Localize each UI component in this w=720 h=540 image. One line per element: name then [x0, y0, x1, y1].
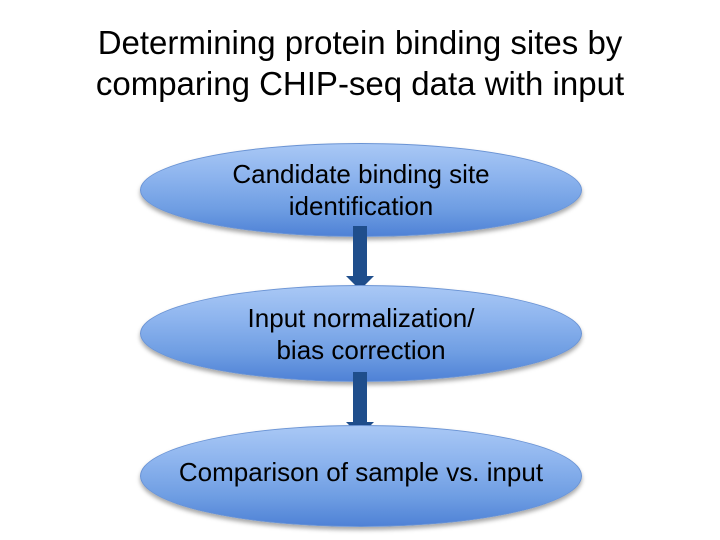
step-2-line-1: Input normalization/ — [247, 302, 475, 333]
step-3-line-1: Comparison of sample vs. input — [178, 457, 544, 487]
title-line-1: Determining protein binding sites by — [97, 24, 623, 61]
step-1-line-1: Candidate binding site — [232, 159, 490, 189]
title-line-2: comparing CHIP-seq data with input — [95, 65, 625, 102]
step-2-line-2: bias correction — [276, 334, 446, 365]
step-input-normalization: Input normalization/ bias correction — [140, 285, 582, 382]
step-candidate-identification: Candidate binding site identification — [140, 143, 582, 237]
arrow-down-icon — [346, 226, 374, 290]
step-comparison: Comparison of sample vs. input — [140, 425, 582, 527]
step-1-line-2: identification — [288, 191, 434, 221]
slide-title: Determining protein binding sites by com… — [0, 22, 720, 104]
